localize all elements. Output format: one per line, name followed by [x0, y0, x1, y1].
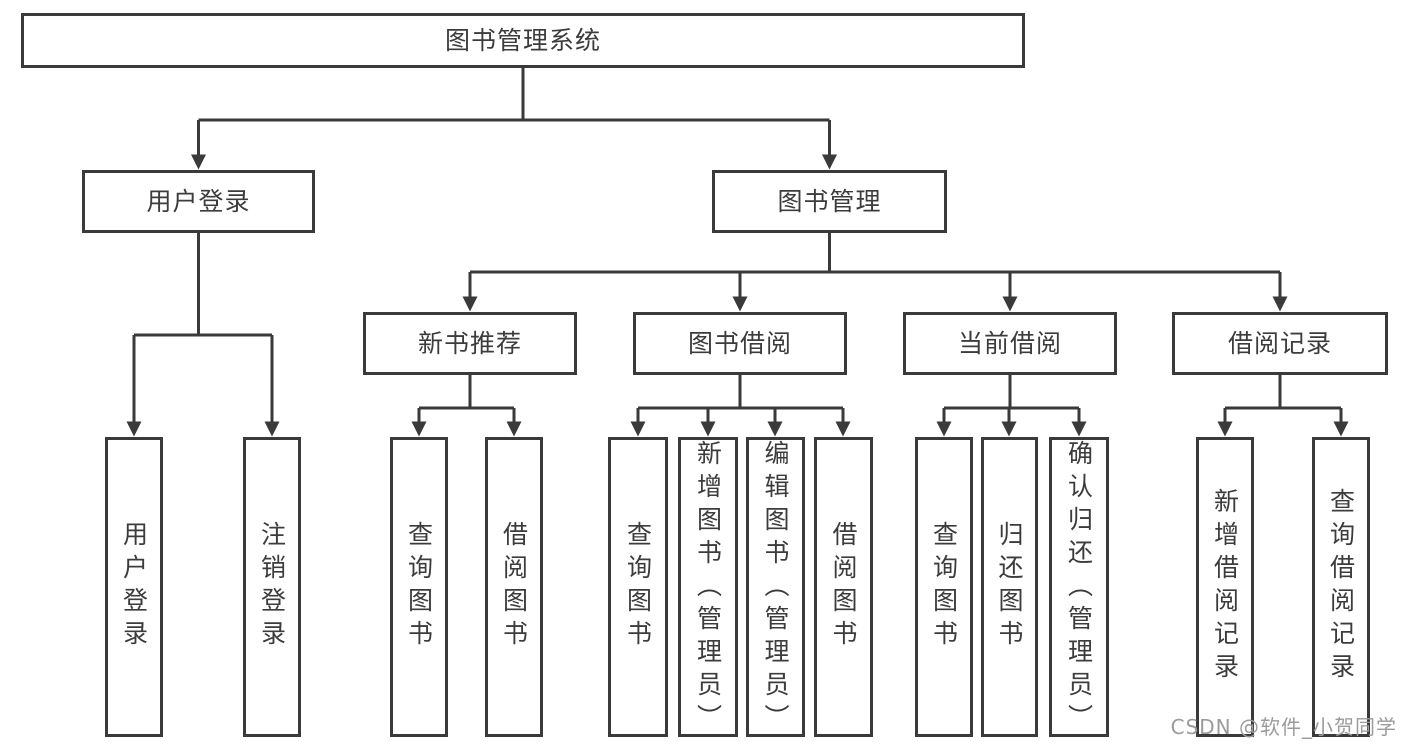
leaf-current-return: 归还图书	[981, 437, 1038, 737]
leaf-logout-label: 注销登录	[257, 521, 287, 653]
leaf-borrow-edit: 编辑图书（管理员）	[746, 437, 805, 737]
leaf-current-confirm-label: 确认归还（管理员）	[1064, 440, 1094, 737]
leaf-logout: 注销登录	[243, 437, 301, 737]
node-new-books-label: 新书推荐	[417, 329, 522, 358]
leaf-records-query-label: 查询借阅记录	[1326, 488, 1356, 686]
node-current-borrow: 当前借阅	[903, 312, 1117, 375]
node-root-label: 图书管理系统	[444, 26, 601, 55]
node-new-books: 新书推荐	[363, 312, 577, 375]
node-borrow-records: 借阅记录	[1172, 312, 1388, 375]
leaf-records-query: 查询借阅记录	[1312, 437, 1370, 737]
node-user-login: 用户登录	[82, 170, 315, 233]
leaf-borrow-query: 查询图书	[608, 437, 668, 737]
node-book-borrow-label: 图书借阅	[687, 329, 792, 358]
leaf-user-login-label: 用户登录	[119, 521, 149, 653]
node-borrow-records-label: 借阅记录	[1227, 329, 1332, 358]
leaf-newbooks-borrow-label: 借阅图书	[499, 521, 529, 653]
leaf-current-query: 查询图书	[915, 437, 973, 737]
leaf-borrow-borrow-label: 借阅图书	[829, 521, 858, 653]
csdn-watermark: CSDN @软件_小贺同学	[1170, 715, 1397, 739]
node-book-management-label: 图书管理	[777, 187, 882, 216]
leaf-current-query-label: 查询图书	[929, 521, 959, 653]
leaf-current-confirm: 确认归还（管理员）	[1049, 437, 1109, 737]
leaf-newbooks-query-label: 查询图书	[404, 521, 434, 653]
leaf-borrow-add-label: 新增图书（管理员）	[693, 440, 723, 737]
node-root: 图书管理系统	[21, 13, 1025, 68]
node-book-management: 图书管理	[712, 170, 947, 233]
node-book-borrow: 图书借阅	[633, 312, 847, 375]
leaf-borrow-query-label: 查询图书	[623, 521, 653, 653]
leaf-newbooks-query: 查询图书	[390, 437, 448, 737]
node-user-login-label: 用户登录	[146, 187, 251, 216]
leaf-borrow-borrow: 借阅图书	[814, 437, 873, 737]
leaf-user-login: 用户登录	[105, 437, 163, 737]
leaf-records-add: 新增借阅记录	[1196, 437, 1254, 737]
leaf-borrow-edit-label: 编辑图书（管理员）	[761, 440, 790, 737]
leaf-records-add-label: 新增借阅记录	[1210, 488, 1240, 686]
leaf-current-return-label: 归还图书	[995, 521, 1024, 653]
node-current-borrow-label: 当前借阅	[957, 329, 1062, 358]
leaf-borrow-add: 新增图书（管理员）	[678, 437, 738, 737]
leaf-newbooks-borrow: 借阅图书	[485, 437, 543, 737]
